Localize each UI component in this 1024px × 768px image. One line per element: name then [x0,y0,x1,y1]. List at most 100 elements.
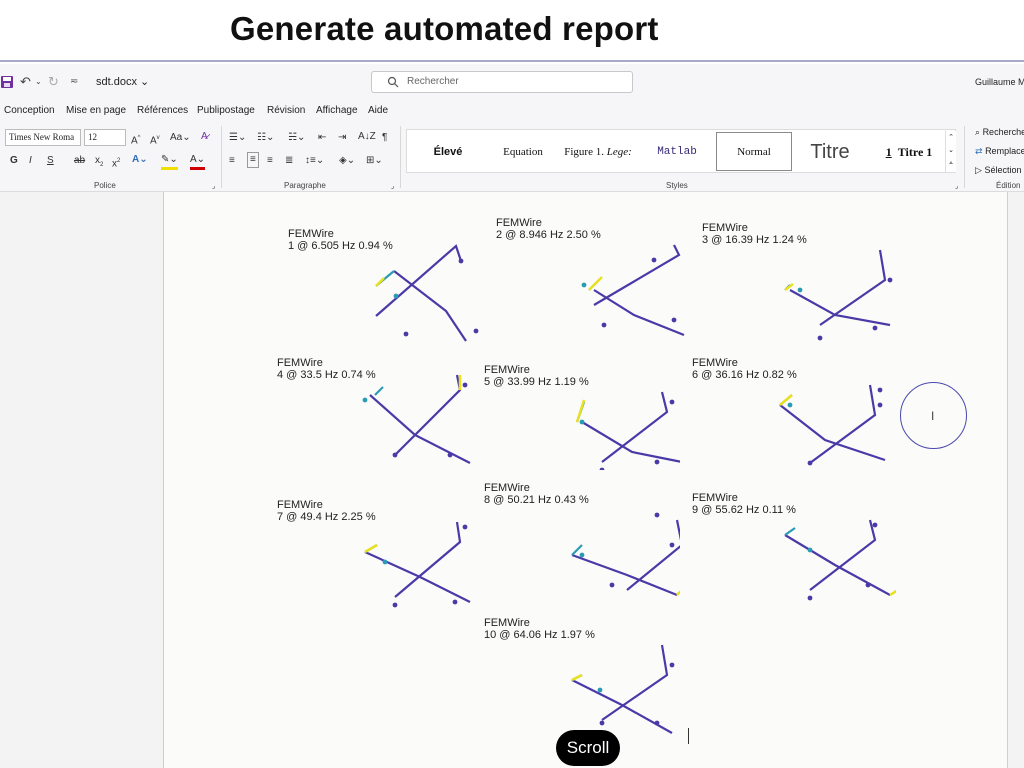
pilcrow-icon[interactable]: ¶ [382,132,388,143]
node-marker [872,325,878,331]
node-marker [392,602,398,608]
clear-format-icon[interactable]: A̷ [201,131,208,142]
font-size-select[interactable]: 12 [84,129,126,146]
node-marker [447,452,453,458]
numbering-icon[interactable]: ☷⌄ [257,132,275,143]
user-name[interactable]: Guillaume Ma [975,77,1024,87]
underline-icon[interactable]: S [47,155,54,166]
wire-segment [374,386,384,396]
dialog-launcher-icon[interactable]: ⌟ [955,183,959,190]
chevron-down-icon[interactable]: ⌄ [35,77,42,86]
italic-icon[interactable]: I [29,155,32,166]
node-marker [473,328,479,334]
tab-publipostage[interactable]: Publipostage [197,105,255,116]
change-case-icon[interactable]: Aa⌄ [170,132,191,143]
wire-segment [784,527,796,536]
decrease-indent-icon[interactable]: ⇤ [318,132,327,143]
find-button[interactable]: ⌕ Recherche [975,127,1024,137]
align-right-icon[interactable]: ≡ [267,155,273,166]
document-name[interactable]: sdt.docx ⌄ [96,76,150,88]
wire-tip-highlight [375,277,385,287]
bullets-icon[interactable]: ☰⌄ [229,132,247,143]
node-marker [669,399,675,405]
redo-icon[interactable]: ↻ [48,74,59,89]
node-marker [887,277,893,283]
menu-tabs: Conception Mise en page Références Publi… [0,100,1024,122]
align-left-icon[interactable]: ≡ [229,155,235,166]
search-input[interactable]: Rechercher [371,71,633,93]
group-label-paragraphe: Paragraphe [284,181,326,190]
tab-revision[interactable]: Révision [267,105,306,116]
font-color-icon[interactable]: A⌄ [190,153,206,170]
font-name-select[interactable]: Times New Roma [5,129,81,146]
undo-icon[interactable]: ↶ [20,74,31,89]
multilevel-list-icon[interactable]: ☵⌄ [288,132,306,143]
search-icon: ⌕ [975,127,981,137]
node-marker [807,547,813,553]
style-titre-1[interactable]: 1 Titre 1 [885,144,933,159]
select-button[interactable]: ▷ Sélection [975,165,1022,175]
superscript-icon[interactable]: x2 [112,158,121,170]
node-marker [382,559,388,565]
mode-shape-plot [571,644,675,734]
style-normal[interactable]: Normal [716,132,792,171]
shrink-font-icon[interactable]: Av [150,135,160,147]
style-matlab[interactable]: Matlab [657,146,697,158]
mode-label-line1: FEMWire [484,617,530,629]
shading-icon[interactable]: ◈⌄ [339,155,356,166]
replace-button[interactable]: ⇄ Remplace [975,146,1024,156]
node-marker [654,512,660,518]
mode-label-line1: FEMWire [277,357,323,369]
style-eleve[interactable]: Élevé [433,146,463,158]
dialog-launcher-icon[interactable]: ⌟ [391,183,395,190]
mode-label-line2: 2 @ 8.946 Hz 2.50 % [496,229,601,241]
save-icon[interactable] [0,75,14,92]
node-marker [787,402,793,408]
line-spacing-icon[interactable]: ↕≡⌄ [305,155,325,166]
node-marker [872,522,878,528]
style-equation[interactable]: Equation [503,146,543,158]
wire-segment [593,244,681,306]
align-center-icon[interactable]: ≡ [247,152,259,168]
dialog-launcher-icon[interactable]: ⌟ [212,183,216,190]
text-effects-icon[interactable]: A⌄ [132,154,148,165]
wire-segment [581,421,683,464]
tab-aide[interactable]: Aide [368,105,389,116]
customize-toolbar-icon[interactable]: ≂ [70,76,79,87]
sort-icon[interactable]: A↓Z [358,131,376,142]
strikethrough-icon[interactable]: ab [74,155,86,166]
wire-tip-highlight [784,283,794,291]
style-titre[interactable]: Titre [810,140,850,163]
increase-indent-icon[interactable]: ⇥ [338,132,347,143]
mode-label-line2: 7 @ 49.4 Hz 2.25 % [277,511,376,523]
justify-icon[interactable]: ≣ [285,155,294,166]
wire-segment [601,644,669,721]
style-figure-legend[interactable]: Figure 1. Lege: [564,146,632,158]
styles-scroll[interactable]: ⌃⌄⩡ [945,131,956,172]
borders-icon[interactable]: ⊞⌄ [366,155,383,166]
wire-segment [571,553,678,597]
node-marker [462,382,468,388]
grow-font-icon[interactable]: A^ [131,135,141,147]
tab-references[interactable]: Références [137,105,189,116]
highlight-icon[interactable]: ✎⌄ [161,153,178,170]
mode-label-line1: FEMWire [496,217,542,229]
banner: Generate automated report [0,0,1024,62]
tab-mise-en-page[interactable]: Mise en page [66,105,127,116]
subscript-icon[interactable]: x2 [95,155,104,168]
tab-affichage[interactable]: Affichage [316,105,358,116]
mode-shape-plot [362,374,471,464]
bold-icon[interactable]: G [10,155,18,166]
tab-conception[interactable]: Conception [4,105,55,116]
